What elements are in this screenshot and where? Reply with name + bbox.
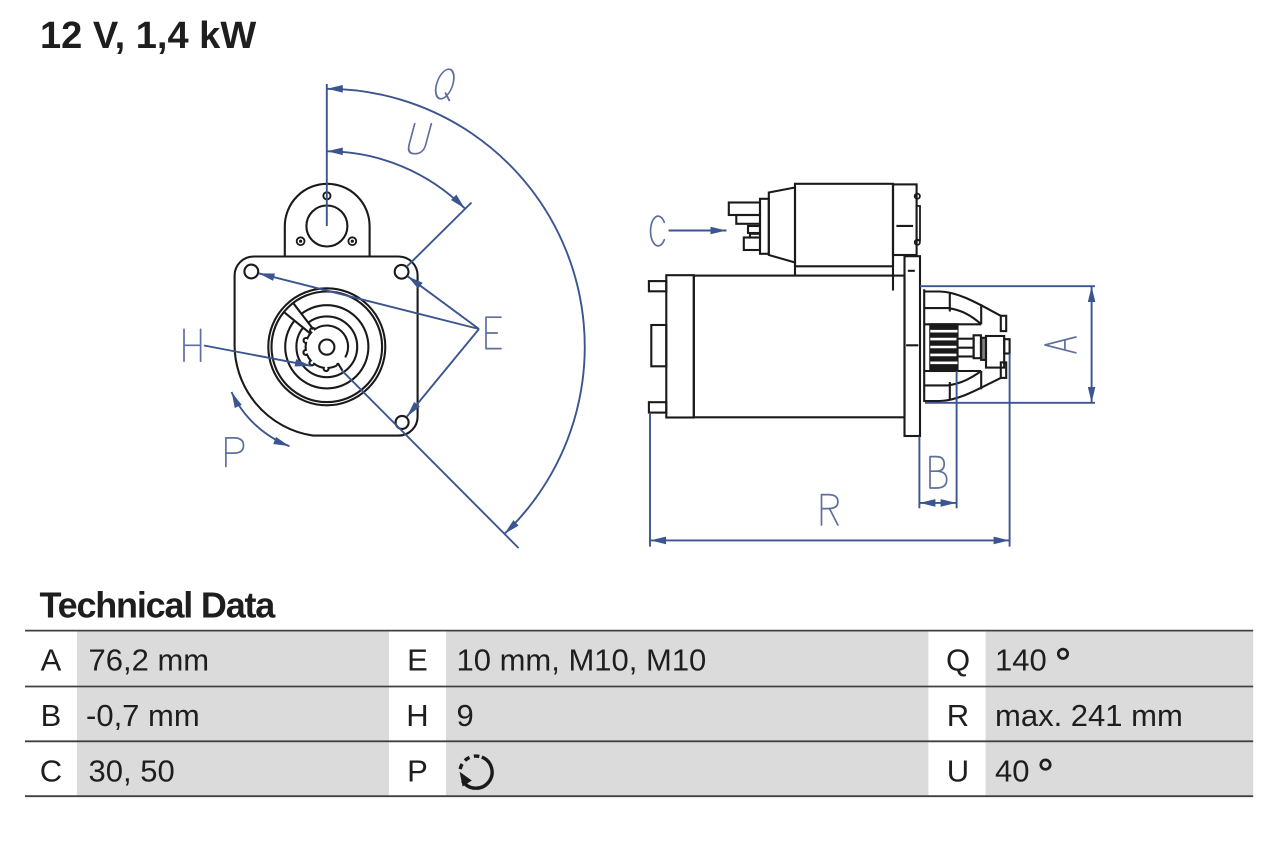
svg-text:Q: Q [946,643,970,678]
svg-text:12 V, 1,4 kW: 12 V, 1,4 kW [40,15,256,57]
svg-text:140: 140 [995,643,1047,678]
svg-text:U: U [947,753,969,788]
svg-text:H: H [406,698,428,733]
svg-text:Technical Data: Technical Data [40,585,277,626]
svg-text:E: E [407,643,428,678]
svg-text:9: 9 [457,698,474,733]
svg-text:max. 241 mm: max. 241 mm [995,698,1183,733]
svg-text:B: B [41,698,62,733]
svg-text:-0,7 mm: -0,7 mm [86,698,200,733]
svg-text:40: 40 [995,753,1029,788]
svg-text:76,2 mm: 76,2 mm [89,643,210,678]
svg-text:10 mm, M10, M10: 10 mm, M10, M10 [457,643,707,678]
svg-text:A: A [41,643,62,678]
svg-text:R: R [947,698,969,733]
svg-text:C: C [40,753,62,788]
svg-text:P: P [407,753,428,788]
svg-text:30, 50: 30, 50 [89,753,175,788]
